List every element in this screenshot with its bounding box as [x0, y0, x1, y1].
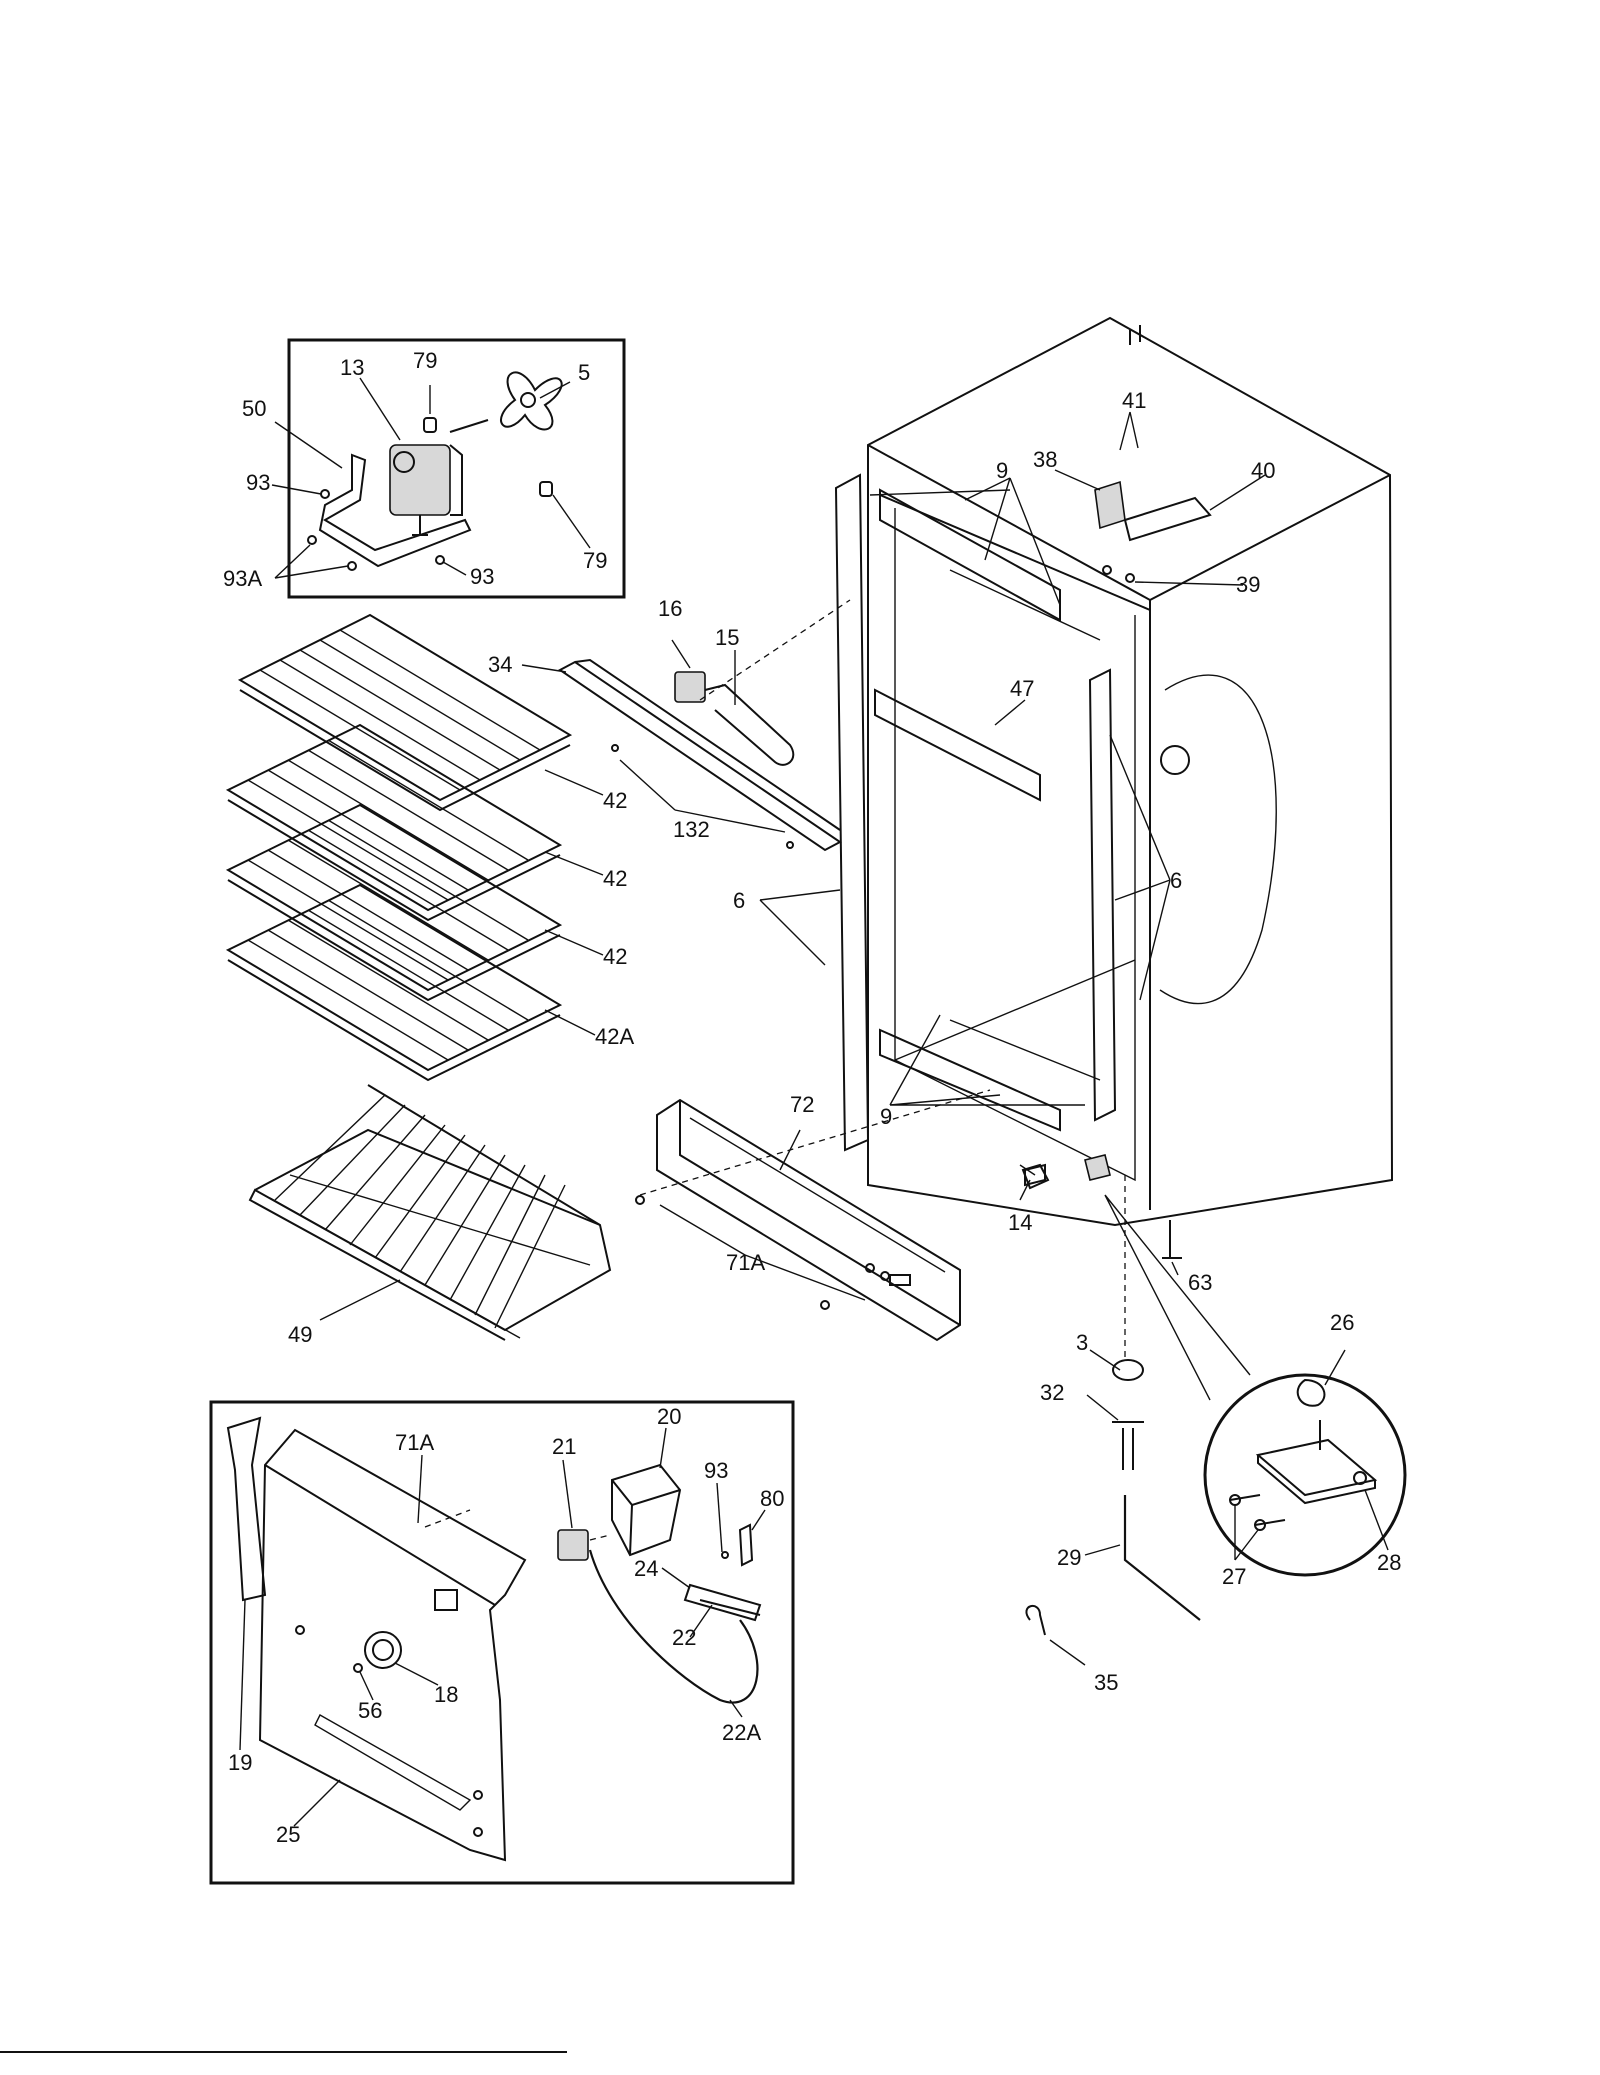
part-label-9-top: 9 — [996, 458, 1008, 483]
part-label-14: 14 — [1008, 1210, 1032, 1235]
part-label-9-bottom: 9 — [880, 1104, 892, 1129]
part-label-34: 34 — [488, 652, 512, 677]
part-label-38: 38 — [1033, 447, 1057, 472]
part-label-63: 63 — [1188, 1270, 1212, 1295]
control-panel-assembly — [226, 1416, 762, 1862]
part-label-42-second: 42 — [603, 866, 627, 891]
part-label-3: 3 — [1076, 1330, 1088, 1355]
part-label-79-right: 79 — [583, 548, 607, 573]
part-label-93A-top: 93A — [223, 566, 262, 591]
part-label-27: 27 — [1222, 1564, 1246, 1589]
part-label-93-left: 93 — [246, 470, 270, 495]
part-label-5: 5 — [578, 360, 590, 385]
part-label-39: 39 — [1236, 572, 1260, 597]
part-label-47: 47 — [1010, 676, 1034, 701]
part-label-19: 19 — [228, 1750, 252, 1775]
part-label-56: 56 — [358, 1698, 382, 1723]
part-label-20: 20 — [657, 1404, 681, 1429]
part-label-32: 32 — [1040, 1380, 1064, 1405]
part-label-21: 21 — [552, 1434, 576, 1459]
part-label-71A-grille: 71A — [726, 1250, 765, 1275]
part-label-42-third: 42 — [603, 944, 627, 969]
wire-shelf-group — [225, 613, 573, 1082]
part-label-42-first: 42 — [603, 788, 627, 813]
part-label-22A: 22A — [722, 1720, 761, 1745]
part-label-71A-panel: 71A — [395, 1430, 434, 1455]
door-hardware — [1021, 1163, 1201, 1636]
part-label-132: 132 — [673, 817, 710, 842]
hinge-detail-circle — [1203, 1373, 1407, 1577]
part-labels: 13 79 5 50 93 93A 93 79 16 15 34 132 47 … — [223, 348, 1401, 1847]
part-label-26: 26 — [1330, 1310, 1354, 1335]
part-label-16: 16 — [658, 596, 682, 621]
control-panel-inset-box — [209, 1400, 795, 1885]
part-label-49: 49 — [288, 1322, 312, 1347]
fan-motor-assembly — [307, 371, 563, 571]
part-label-6-left: 6 — [733, 888, 745, 913]
freezer-basket — [248, 1084, 612, 1341]
part-label-80: 80 — [760, 1486, 784, 1511]
part-label-40: 40 — [1251, 458, 1275, 483]
part-label-15: 15 — [715, 625, 739, 650]
freezer-cabinet — [834, 316, 1394, 1259]
part-label-50: 50 — [242, 396, 266, 421]
part-label-72: 72 — [790, 1092, 814, 1117]
part-label-25: 25 — [276, 1822, 300, 1847]
part-label-24: 24 — [634, 1556, 658, 1581]
part-label-29: 29 — [1057, 1545, 1081, 1570]
part-label-28: 28 — [1377, 1550, 1401, 1575]
hinge-detail — [1229, 1378, 1378, 1531]
part-label-79-top: 79 — [413, 348, 437, 373]
part-label-35: 35 — [1094, 1670, 1118, 1695]
fan-motor-inset-box — [287, 338, 626, 599]
part-label-42A: 42A — [595, 1024, 634, 1049]
part-label-93-bottom: 93 — [470, 564, 494, 589]
part-label-93-panel: 93 — [704, 1458, 728, 1483]
part-label-22: 22 — [672, 1625, 696, 1650]
part-label-18: 18 — [434, 1682, 458, 1707]
part-label-41: 41 — [1122, 388, 1146, 413]
part-label-13: 13 — [340, 355, 364, 380]
toe-grille — [635, 1089, 991, 1342]
evaporator-cover-and-thermostat — [558, 599, 851, 852]
part-label-6-right: 6 — [1170, 868, 1182, 893]
